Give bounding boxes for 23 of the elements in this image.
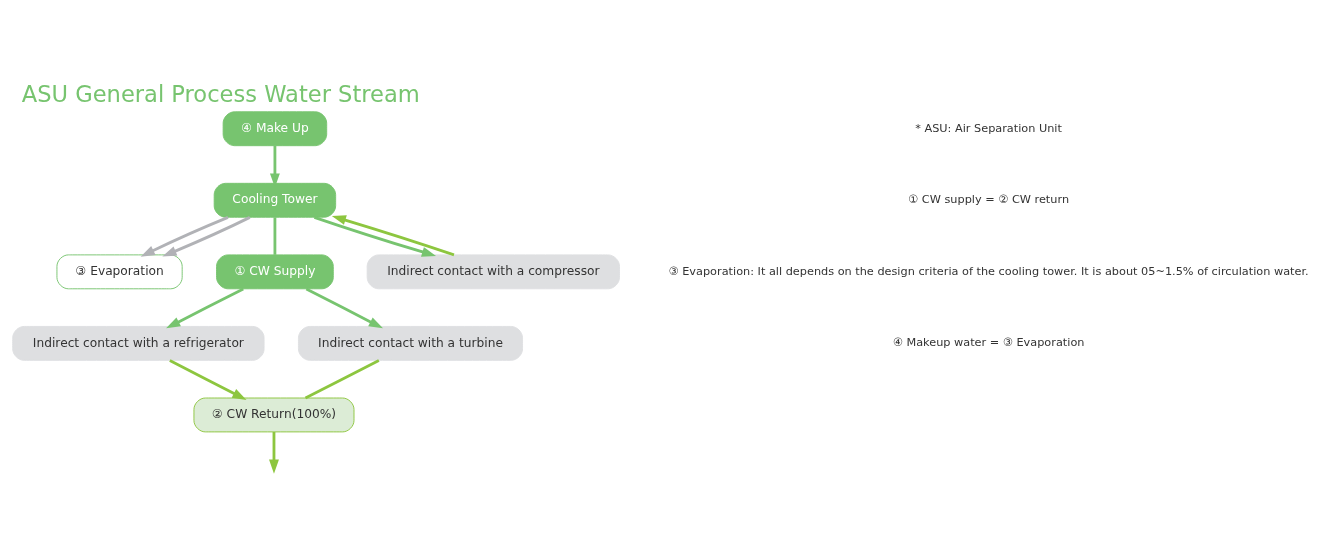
arrow [140, 215, 229, 257]
node-box: Indirect contact with a turbine [297, 325, 523, 361]
node-box: ④ Make Up [222, 110, 328, 146]
arrow [313, 215, 436, 257]
arrow [305, 287, 383, 328]
diagram-title: ASU General Process Water Stream [21, 80, 420, 107]
connector [304, 358, 380, 399]
label: ① CW supply = ② CW return [908, 192, 1070, 206]
arrow [331, 214, 455, 256]
arrow [162, 215, 251, 256]
arrow [166, 287, 244, 328]
node-box: ② CW Return(100%) [193, 397, 355, 432]
node-box: ③ Evaporation [56, 253, 183, 289]
node-box: Cooling Tower [213, 182, 337, 218]
label: ④ Makeup water = ③ Evaporation [892, 335, 1085, 349]
node-box: Indirect contact with a refrigerator [12, 325, 265, 361]
label: * ASU: Air Separation Unit [915, 121, 1062, 135]
arrow [269, 431, 279, 474]
node-box: Indirect contact with a compressor [366, 253, 620, 289]
connector [273, 216, 277, 255]
node-box: ① CW Supply [216, 253, 334, 289]
label: ③ Evaporation: It all depends on the design criteria of the cooling tower. It is about 05~1.5% of circulation water. [668, 264, 1309, 278]
arrow [169, 358, 247, 400]
